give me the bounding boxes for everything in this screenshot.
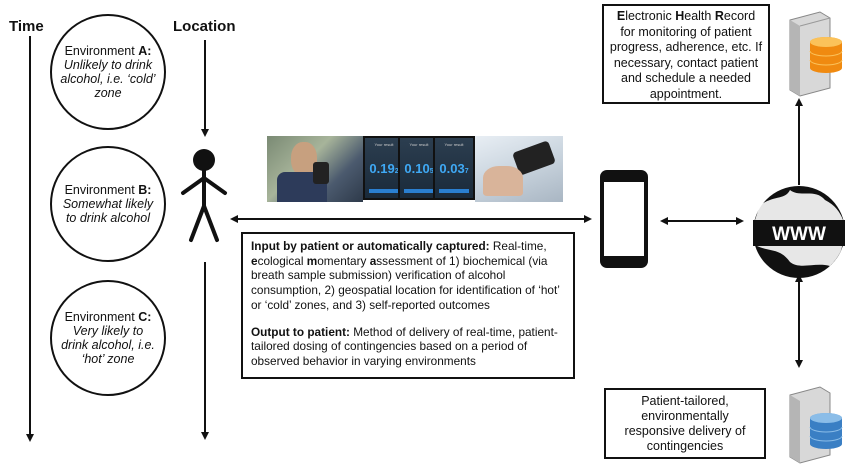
input-heading: Input by patient or automatically captur… — [251, 239, 490, 253]
ehr-ealth: ealth — [684, 9, 715, 23]
breath-value-2: 0.10 — [404, 161, 430, 176]
ema-m: m — [306, 253, 318, 268]
breath-label-1: Your result — [374, 142, 394, 147]
output-heading: Output to patient: — [251, 324, 350, 339]
stick-figure-icon — [181, 149, 227, 242]
environment-b: Environment B: Somewhat likely to drink … — [50, 146, 166, 262]
breath-sub-1: 2 — [394, 168, 399, 175]
hand-phone-photo — [475, 136, 563, 202]
server-database-icon-top — [789, 11, 843, 97]
env-a-desc: Unlikely to drink alcohol, i.e. ‘cold’ z… — [60, 58, 156, 100]
breathalyzer-photo-strip: Your result 0.192 Your result 0.105 Your… — [267, 136, 563, 202]
ehr-r: R — [714, 9, 724, 23]
env-a-prefix: Environment — [64, 44, 139, 58]
environment-a: Environment A: Unlikely to drink alcohol… — [50, 14, 166, 130]
ema-a: a — [369, 253, 377, 268]
patient-delivery-box: Patient-tailored, environmentally respon… — [604, 388, 766, 459]
env-a-letter: A: — [138, 44, 152, 58]
env-b-letter: B: — [138, 183, 152, 197]
smartphone-icon — [600, 170, 648, 268]
env-b-prefix: Environment — [64, 183, 139, 197]
person-breath-photo — [267, 136, 363, 202]
breath-sub-2: 5 — [429, 168, 434, 175]
ehr-box: Electronic Health Record for monitoring … — [602, 4, 770, 104]
globe-www-icon: WWW — [753, 186, 845, 278]
ehr-ecord: ecord — [723, 9, 756, 23]
env-c-letter: C: — [138, 310, 152, 324]
env-c-prefix: Environment — [64, 310, 139, 324]
input-text-rest: of 1) biochemical (via breath sample sub… — [251, 253, 560, 312]
env-b-desc: Somewhat likely to drink alcohol — [62, 197, 154, 225]
ema-e: e — [251, 253, 258, 268]
breath-sub-3: 7 — [464, 168, 469, 175]
env-c-desc: Very likely to drink alcohol, i.e. ‘hot’… — [61, 324, 155, 366]
input-text-1: Real-time, — [489, 239, 547, 253]
ema-omentary: omentary — [317, 253, 370, 268]
patient-delivery-text: Patient-tailored, environmentally respon… — [624, 393, 746, 453]
ema-ssessment: ssessment — [376, 253, 433, 268]
location-header: Location — [173, 18, 236, 35]
time-header: Time — [9, 18, 44, 35]
input-output-box: Input by patient or automatically captur… — [241, 232, 575, 379]
output-text: Method of delivery of real-time, patient… — [251, 324, 558, 368]
input-paragraph: Input by patient or automatically captur… — [251, 239, 565, 313]
breath-value-1: 0.19 — [369, 161, 395, 176]
breath-result-screen-3: Your result 0.037 — [433, 136, 475, 200]
ehr-lectronic: lectronic — [625, 9, 676, 23]
server-database-icon-bottom — [789, 386, 843, 464]
ehr-h: H — [675, 9, 685, 23]
breath-value-3: 0.03 — [439, 161, 465, 176]
breath-label-3: Your result — [444, 142, 464, 147]
environment-c: Environment C: Very likely to drink alco… — [50, 280, 166, 396]
breath-label-2: Your result — [409, 142, 429, 147]
ema-cological: cological — [257, 253, 307, 268]
ehr-description: for monitoring of patient progress, adhe… — [609, 24, 763, 101]
ehr-e: E — [616, 9, 626, 23]
www-label: WWW — [772, 224, 826, 245]
output-paragraph: Output to patient: Method of delivery of… — [251, 325, 565, 369]
